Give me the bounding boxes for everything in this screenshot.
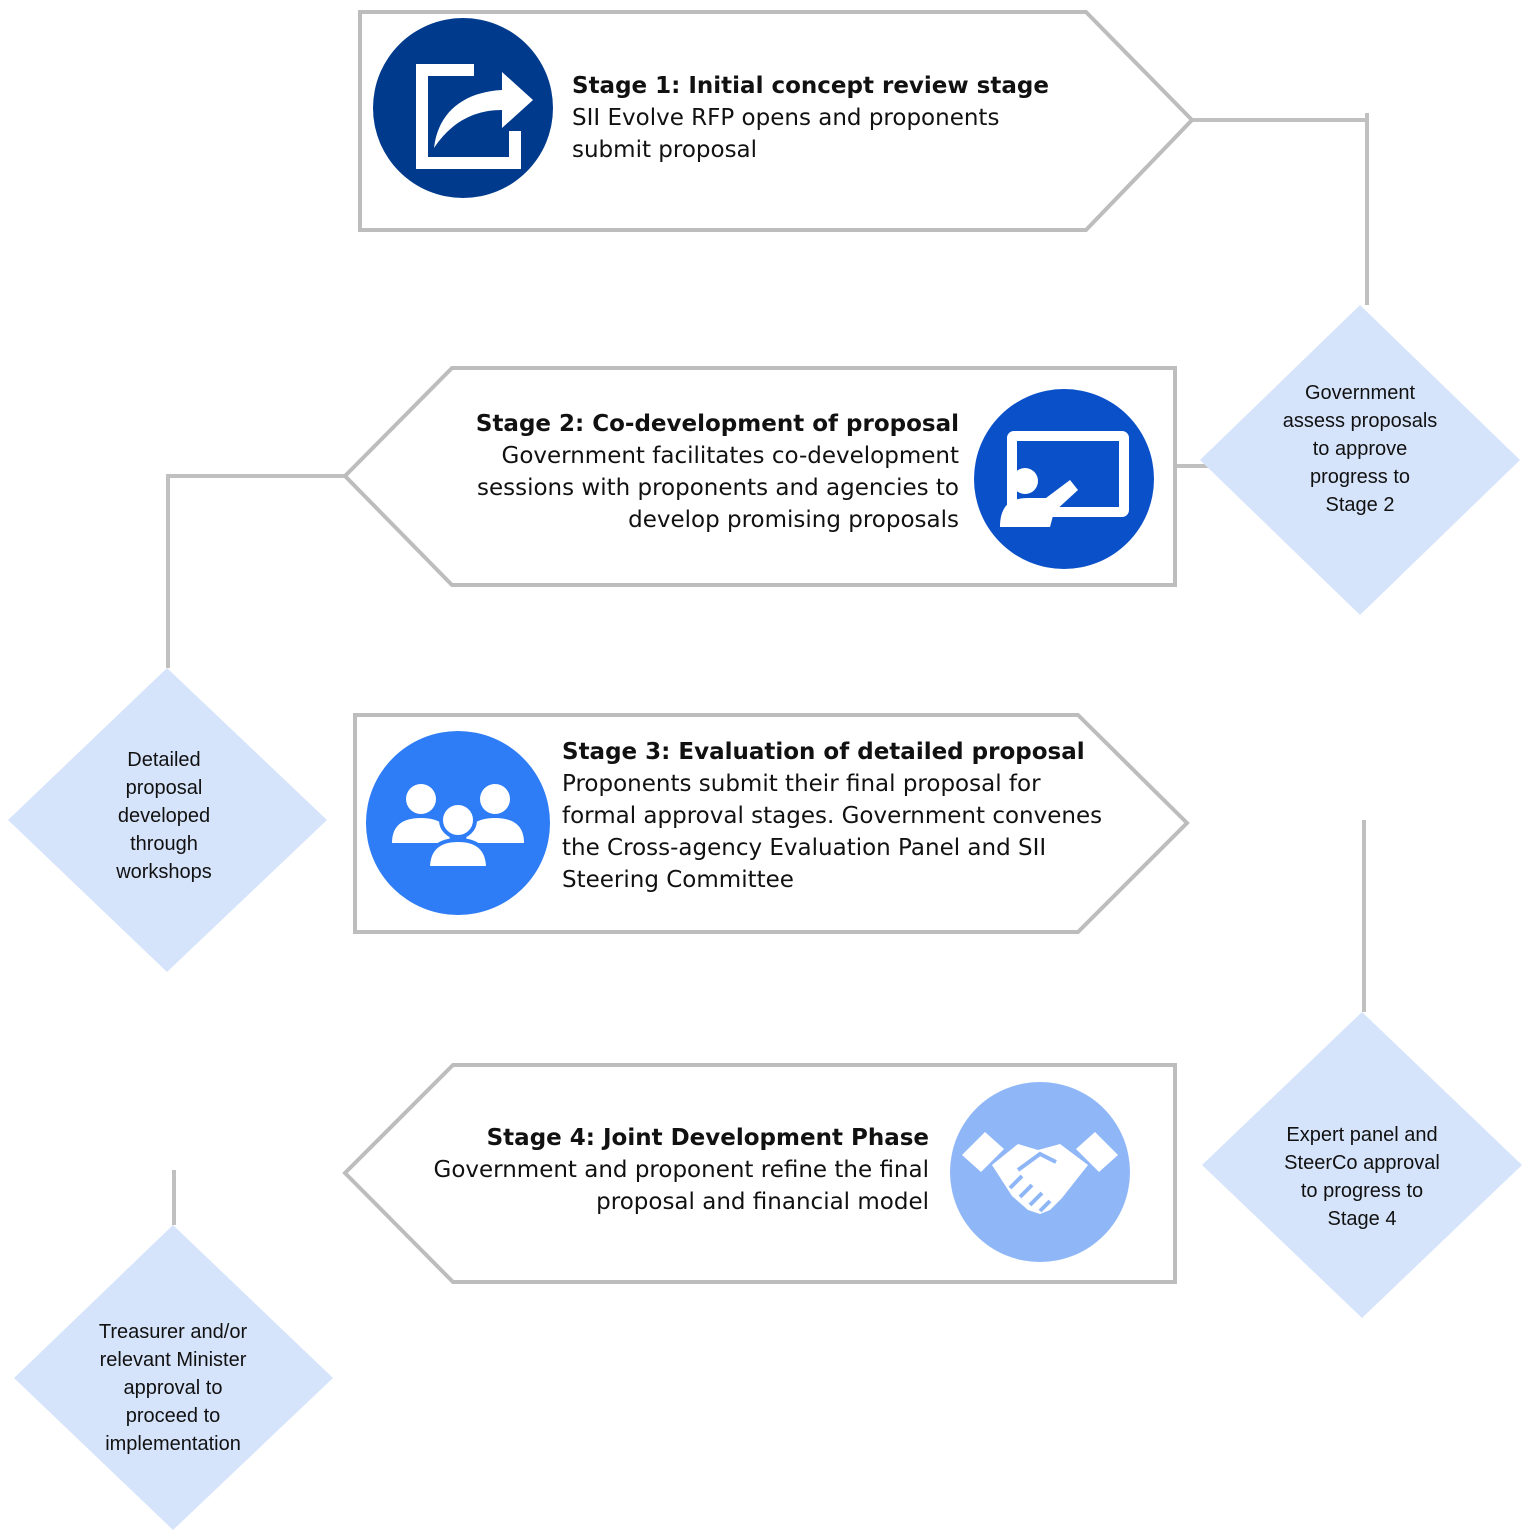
connector-lines [166,113,1369,1225]
connector-stage1-to-gate1 [1192,113,1369,305]
gate-4-line: proceed to [125,1405,221,1427]
stage-2-desc-line: Government facilitates co-development [501,443,960,469]
stage-1-desc-line: submit proposal [572,137,758,163]
stage-3-text: Stage 3: Evaluation of detailed proposal… [562,736,1102,896]
stage-1-title: Stage 1: Initial concept review stage [572,73,1049,99]
gate-2-line: proposal [125,777,203,799]
gate-2-line: Detailed [127,749,201,771]
gate-1-line: Government [1304,382,1416,404]
gate-3-diamond [1202,1012,1522,1318]
stage-3-desc-line: the Cross-agency Evaluation Panel and SI… [562,835,1047,861]
presentation-icon [974,389,1154,569]
stage-3-desc-line: Proponents submit their final proposal f… [562,771,1041,797]
gate-1-text: Government assess proposals to approve p… [1250,379,1470,519]
gate-2-diamond [8,668,327,972]
gate-4-line: relevant Minister [99,1349,247,1371]
gate-3-line: SteerCo approval [1284,1152,1440,1174]
stage-2-desc-line: develop promising proposals [628,507,959,533]
gate-1-line: to approve [1312,438,1408,460]
stage-1-text: Stage 1: Initial concept review stage SI… [572,70,1049,166]
gate-3-line: Stage 4 [1327,1208,1397,1230]
handshake-icon [950,1082,1130,1262]
stage-4-text: Stage 4: Joint Development Phase Governm… [434,1122,930,1218]
gate-2-line: through [130,833,198,855]
gate-3-line: Expert panel and [1286,1124,1438,1146]
stage-4-title: Stage 4: Joint Development Phase [486,1125,929,1151]
gate-3-line: to progress to [1300,1180,1424,1202]
stage-3-desc-line: formal approval stages. Government conve… [562,803,1103,829]
connector-stage2-to-gate2 [166,474,345,668]
stage-3-desc-line: Steering Committee [562,867,794,893]
gate-4-line: Treasurer and/or [98,1321,248,1343]
stage-2-box [342,366,1177,587]
gate-4-diamond [14,1225,333,1530]
stage-4-desc-line: proposal and financial model [596,1189,929,1215]
stage-3-title: Stage 3: Evaluation of detailed proposal [562,739,1085,765]
stage-1-box [358,10,1195,232]
stage-1-desc-line: SII Evolve RFP opens and proponents [572,105,1000,131]
gate-2-text: Detailed proposal developed through work… [64,746,264,886]
gate-1-line: progress to [1309,466,1411,488]
stage-4-desc-line: Government and proponent refine the fina… [433,1157,930,1183]
gate-1-line: assess proposals [1282,410,1438,432]
gate-1-diamond [1200,305,1520,615]
gate-1-line: Stage 2 [1325,494,1395,516]
gate-2-line: workshops [116,861,212,883]
stage-2-text: Stage 2: Co-development of proposal Gove… [476,408,959,536]
team-icon [366,731,550,915]
gate-4-line: implementation [105,1433,241,1455]
stage-2-desc-line: sessions with proponents and agencies to [476,475,959,501]
gate-4-line: approval to [123,1377,223,1399]
stage-3-box [353,713,1190,934]
stage-2-title: Stage 2: Co-development of proposal [475,411,959,437]
gate-2-line: developed [117,805,211,827]
gate-3-text: Expert panel and SteerCo approval to pro… [1252,1121,1472,1233]
gate-4-text: Treasurer and/or relevant Minister appro… [63,1318,283,1458]
share-export-icon [373,18,553,198]
